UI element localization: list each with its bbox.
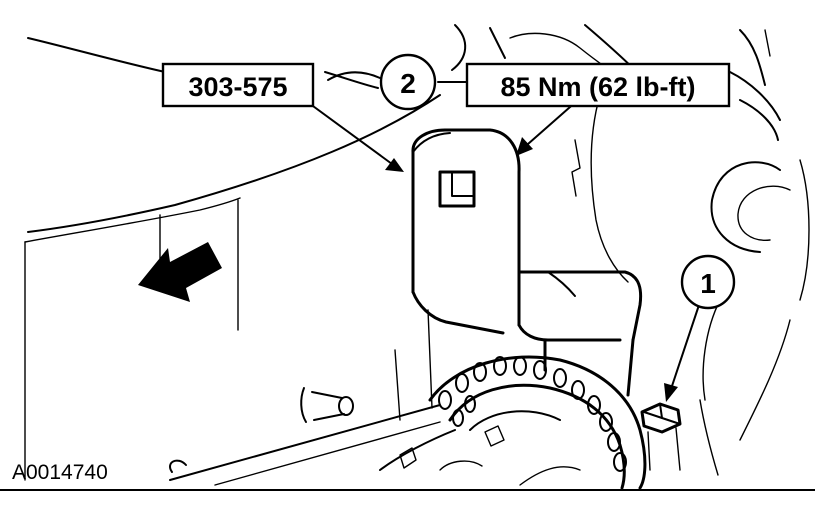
engine-background-outline [24, 24, 810, 481]
direction-arrow-icon [138, 242, 222, 302]
figure-id: A0014740 [12, 461, 108, 484]
callout-1: 1 [680, 254, 736, 310]
arrowhead-icon [385, 158, 404, 172]
holding-tool-bracket [411, 128, 643, 397]
callout-2-number: 2 [400, 68, 416, 99]
camshaft-lower-edges [169, 404, 581, 486]
stud-pin [300, 387, 354, 423]
callout-2: 2 [379, 53, 437, 111]
callout-1-number: 1 [700, 268, 716, 299]
arrowhead-icon [516, 137, 533, 156]
camshaft-sprocket-chain [379, 355, 647, 490]
torque-spec-label: 85 Nm (62 lb-ft) [500, 72, 695, 102]
tool-number-callout: 303-575 [161, 62, 315, 108]
tool-number-label: 303-575 [188, 72, 287, 102]
leader-lines [301, 71, 701, 402]
bolt [640, 402, 682, 471]
torque-spec-callout: 85 Nm (62 lb-ft) [465, 62, 731, 108]
arrowhead-icon [664, 383, 678, 402]
